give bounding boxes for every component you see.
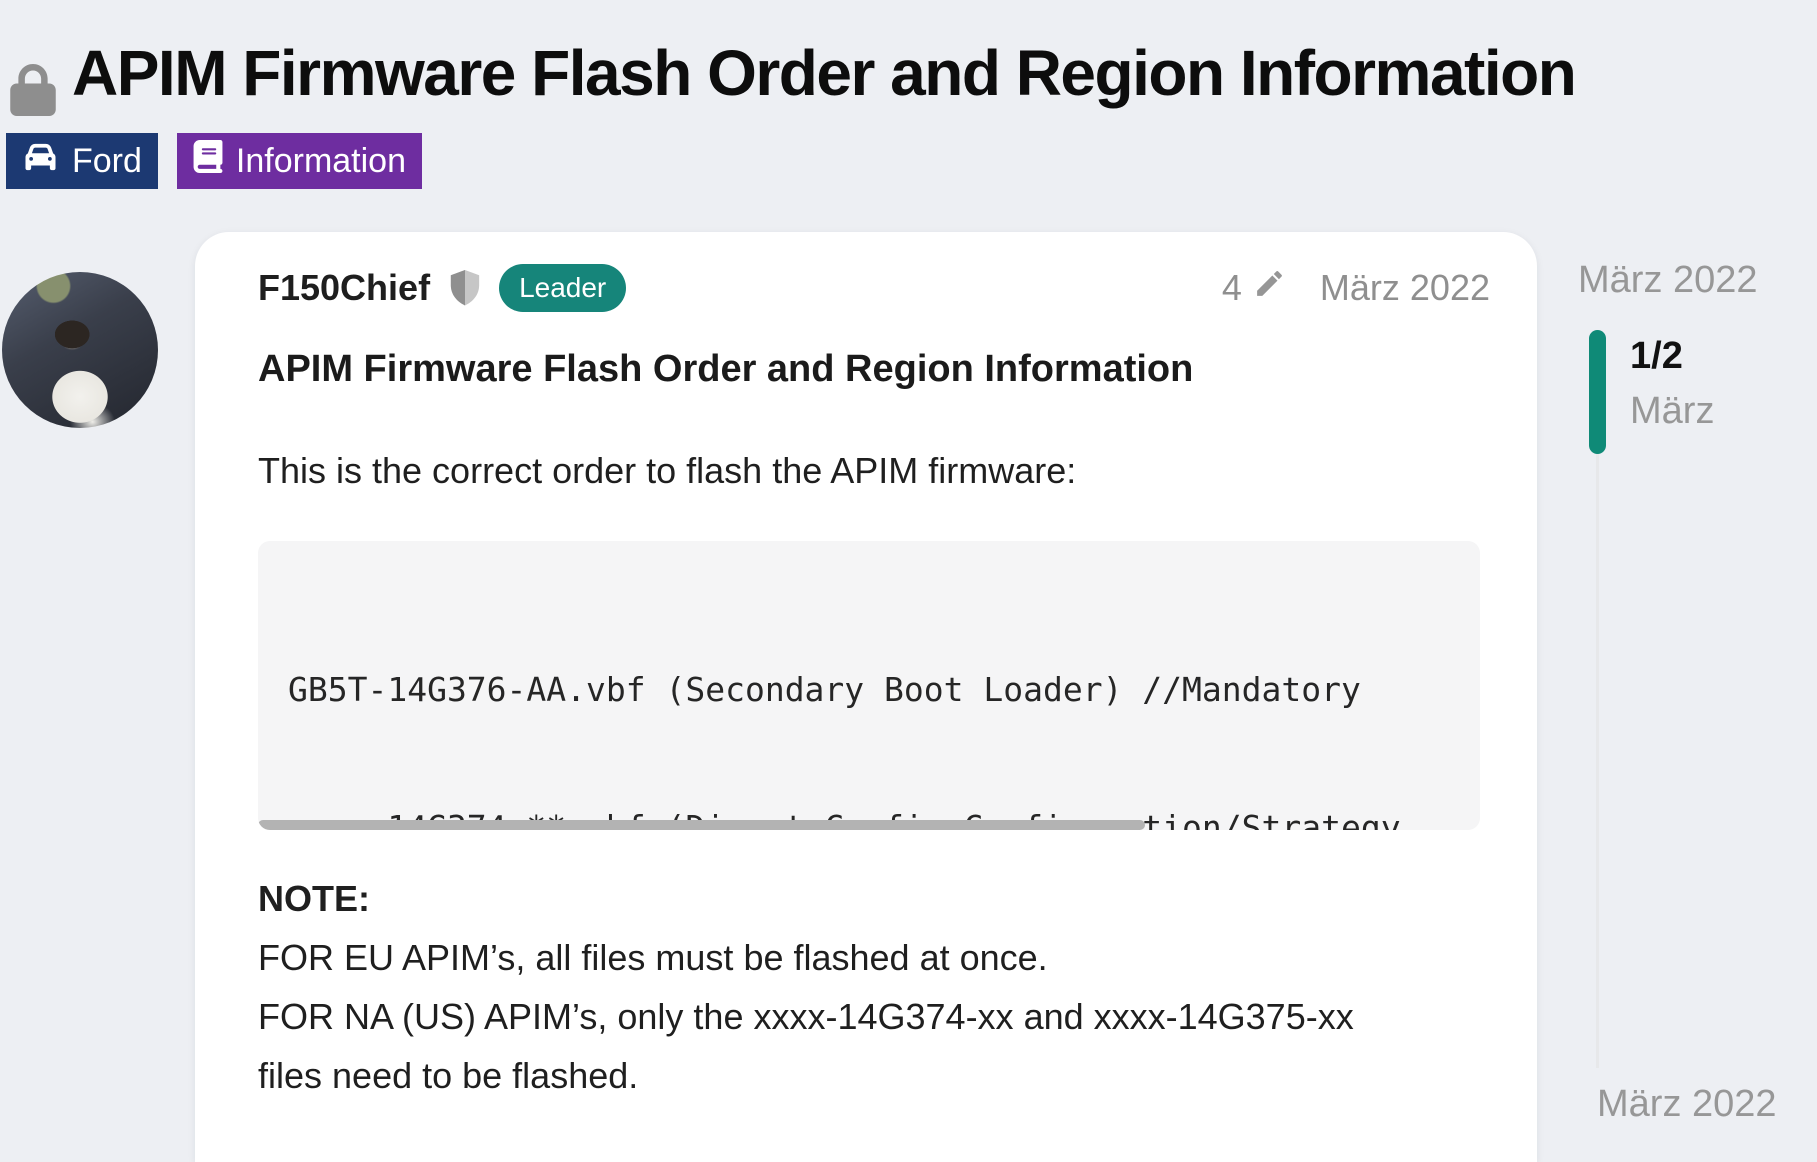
tag-label: Information bbox=[235, 141, 407, 180]
username[interactable]: F150Chief bbox=[258, 267, 431, 308]
topic-title: APIM Firmware Flash Order and Region Inf… bbox=[72, 37, 1577, 109]
book-icon bbox=[193, 140, 223, 182]
pencil-icon bbox=[1253, 267, 1286, 309]
tag-label: Ford bbox=[72, 141, 142, 180]
note-title: NOTE: bbox=[258, 878, 370, 919]
post-intro: This is the correct order to flash the A… bbox=[258, 450, 1077, 491]
tag-ford[interactable]: Ford bbox=[6, 133, 158, 189]
code-block: GB5T-14G376-AA.vbf (Secondary Boot Loade… bbox=[258, 541, 1480, 830]
timeline-start-date[interactable]: März 2022 bbox=[1578, 259, 1758, 301]
timeline-position: 1/2 bbox=[1630, 335, 1683, 377]
post-card: F150Chief Leader 4 März 2022 bbox=[195, 232, 1537, 1162]
note-line: files need to be flashed. bbox=[258, 1055, 639, 1096]
code-line: GB5T-14G376-AA.vbf (Secondary Boot Loade… bbox=[288, 670, 1361, 709]
lock-icon bbox=[10, 64, 56, 116]
timeline-end-date[interactable]: März 2022 bbox=[1597, 1083, 1777, 1125]
note-line: FOR EU APIM’s, all files must be flashed… bbox=[258, 937, 1048, 978]
tag-information[interactable]: Information bbox=[176, 133, 423, 189]
code-lines: GB5T-14G376-AA.vbf (Secondary Boot Loade… bbox=[258, 541, 1480, 830]
car-icon bbox=[22, 142, 59, 181]
horizontal-scrollbar-thumb[interactable] bbox=[258, 820, 1145, 830]
note-block: NOTE: FOR EU APIM’s, all files must be f… bbox=[258, 869, 1354, 1105]
post-meta: 4 März 2022 bbox=[1222, 267, 1490, 309]
timeline-scrubber[interactable] bbox=[1589, 330, 1606, 454]
shield-icon bbox=[448, 268, 482, 308]
post-header: F150Chief Leader 4 März 2022 bbox=[258, 262, 1490, 314]
avatar[interactable] bbox=[2, 272, 158, 428]
timeline-month: März bbox=[1630, 390, 1715, 432]
note-line: FOR NA (US) APIM’s, only the xxxx-14G374… bbox=[258, 996, 1354, 1037]
tag-list: Ford Information bbox=[6, 133, 423, 189]
timeline-track bbox=[1596, 452, 1599, 1068]
post-heading: APIM Firmware Flash Order and Region Inf… bbox=[258, 348, 1194, 390]
edit-count: 4 bbox=[1221, 267, 1242, 308]
edit-history-button[interactable]: 4 bbox=[1222, 267, 1286, 309]
leader-badge[interactable]: Leader bbox=[499, 264, 627, 312]
post-date[interactable]: März 2022 bbox=[1319, 267, 1490, 308]
